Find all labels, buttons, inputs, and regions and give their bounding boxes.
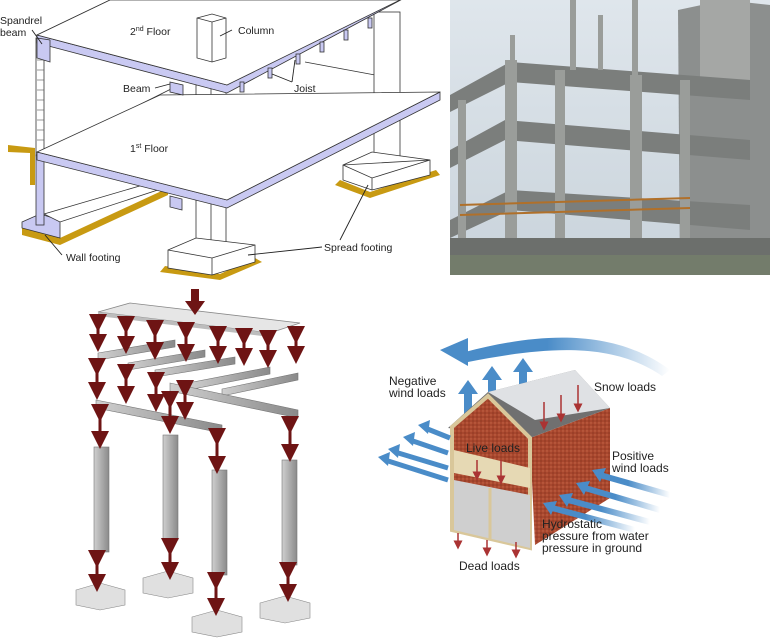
ground-spread-footing-back [335,170,440,198]
wind-arrows-left [384,425,451,483]
spread-footing-front [167,237,256,276]
concrete-slabs [450,62,750,238]
ground-left [8,145,35,185]
column [281,459,298,566]
footing [259,595,311,624]
wind-swoosh-arrow [465,337,670,376]
label-joist: Joist [294,83,316,95]
label-live-loads: Live loads [466,441,520,455]
label-wall-footing: Wall footing [66,252,121,264]
column [211,469,228,576]
main-load-arrow [185,301,205,315]
beam [169,81,184,96]
label-beam: Beam [123,83,151,95]
main-beam [95,399,223,434]
spandrel-beam [36,37,51,63]
wind-arrows-right [551,472,671,533]
load-transfer-arrows [88,314,305,616]
column [93,446,110,553]
column-stub [196,13,227,63]
load-arrows [453,385,583,559]
label-snow-loads: Snow loads [594,380,656,394]
ground-floor-room [454,480,530,548]
upper-floor [454,450,530,488]
ground-spread-footing-front [160,258,262,280]
label-column: Column [238,25,274,37]
column [162,434,179,541]
load-path-diagram [75,289,311,638]
label-second-floor: 2nd Floor [130,26,171,38]
label-first-floor: 1st Floor [130,143,169,155]
wind-arrowheads-right [543,468,606,515]
label-dead-loads: Dead loads [459,559,520,573]
footing [191,609,243,638]
wind-arrowheads-left [378,420,430,466]
footing [142,570,194,599]
construction-site-photo [450,0,770,275]
concrete-columns [458,0,690,275]
safety-railing [459,197,691,216]
label-spread-footing: Spread footing [324,242,392,254]
leader-lines [31,29,369,256]
column-back-right [373,11,401,165]
wind-swoosh-arrowhead [440,338,468,366]
footing [75,582,126,611]
negative-wind-arrows [458,358,533,414]
joists [239,17,373,93]
